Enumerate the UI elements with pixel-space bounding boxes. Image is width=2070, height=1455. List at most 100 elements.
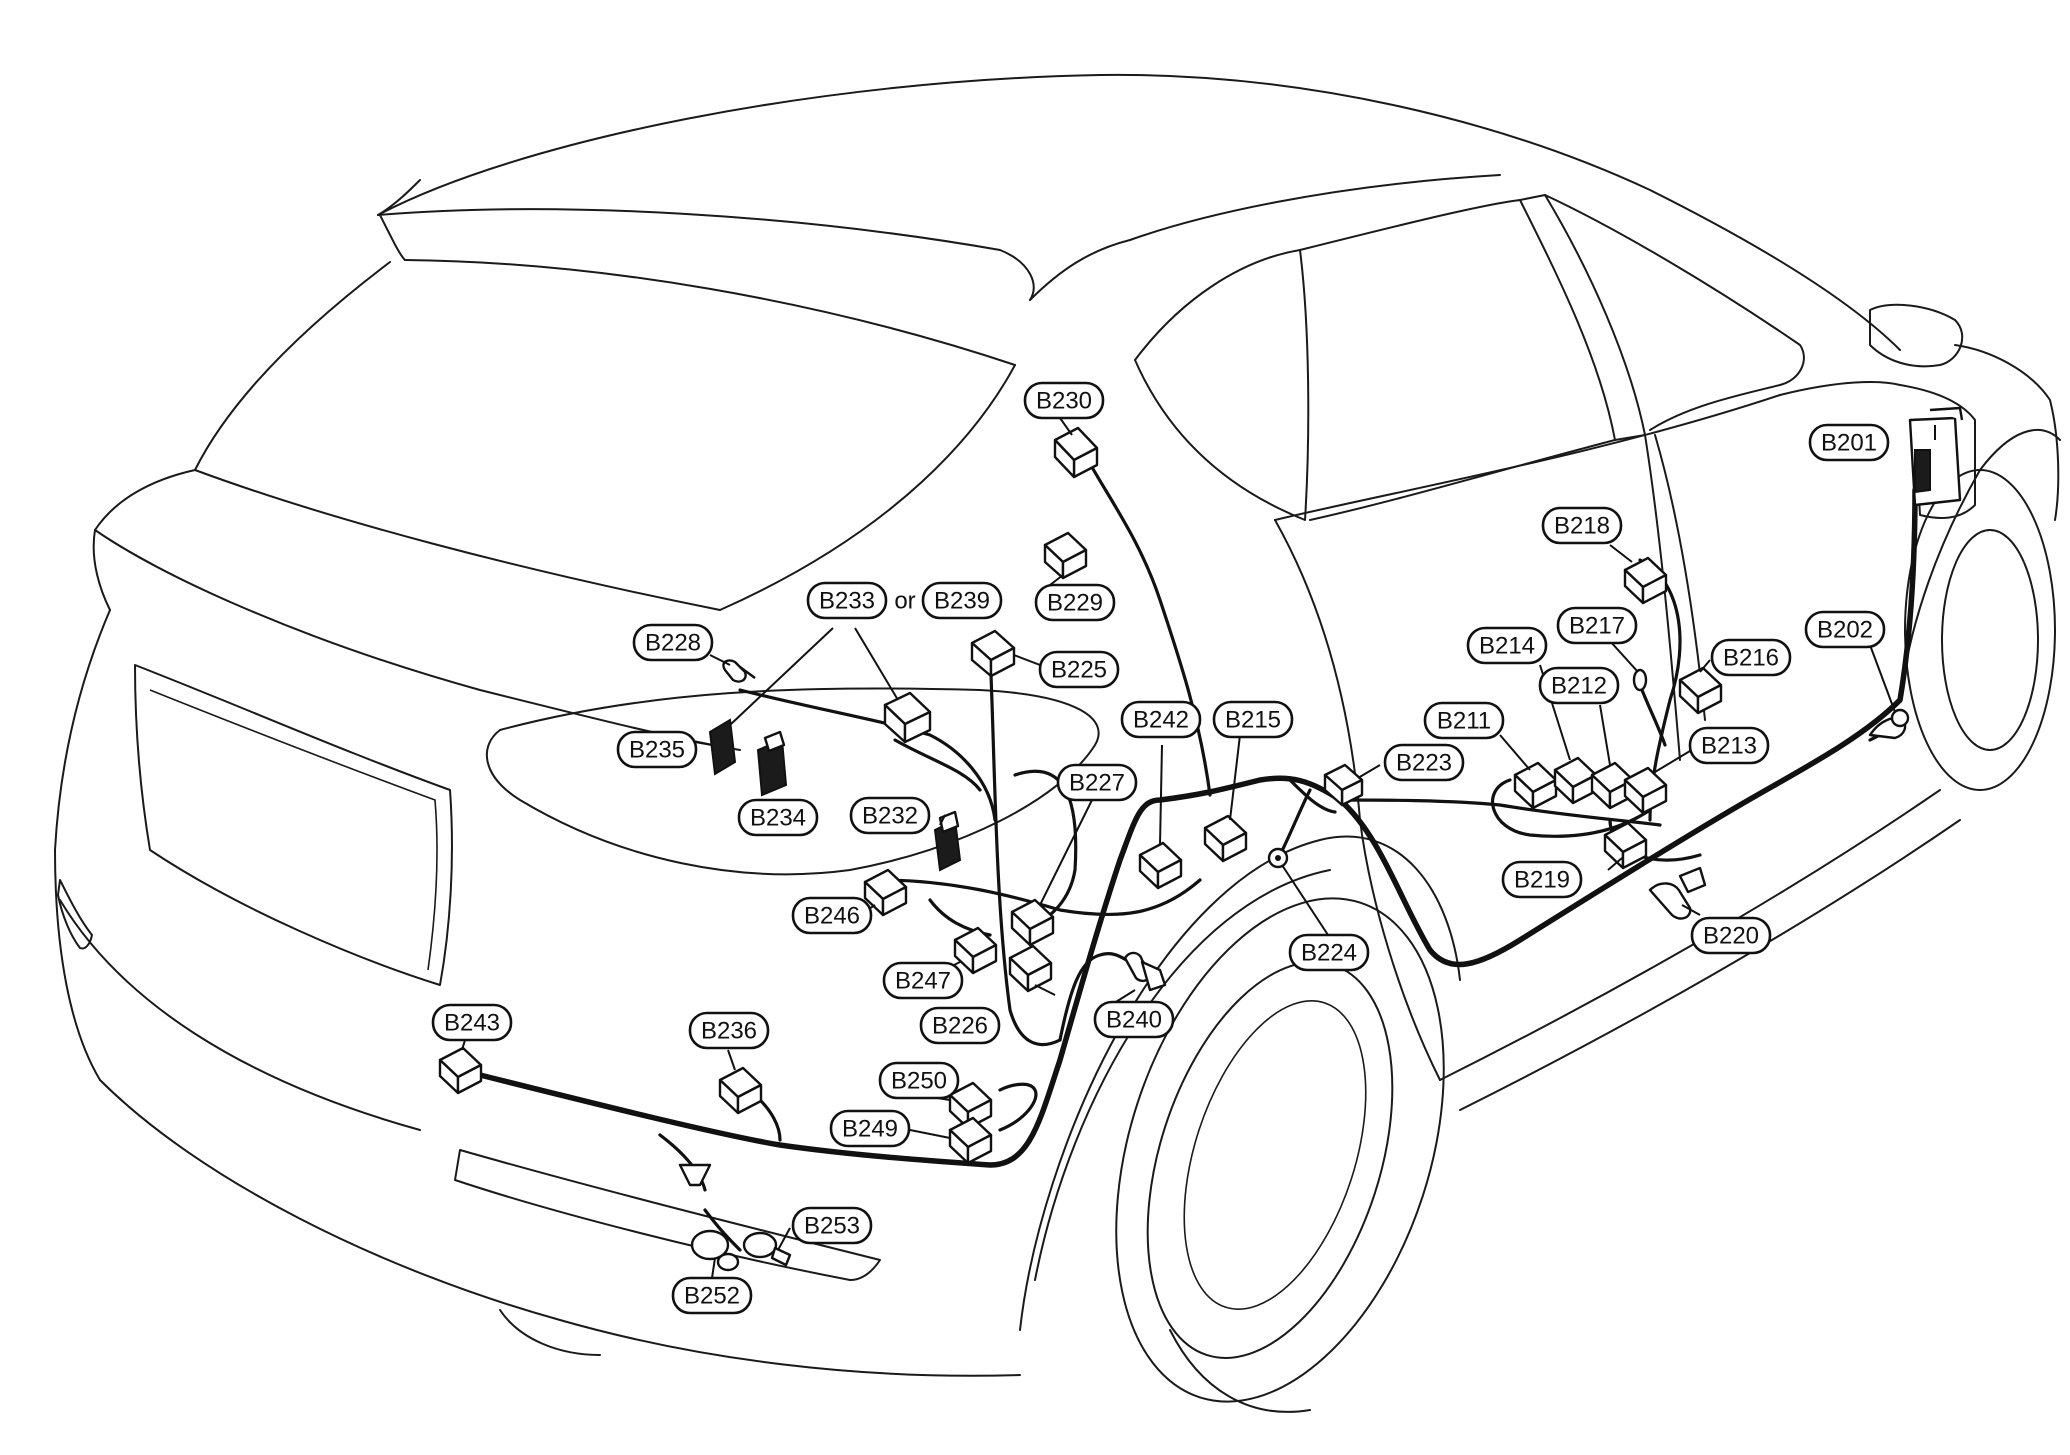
label-b230: B230 [1023, 381, 1105, 420]
label-b227: B227 [1056, 763, 1138, 802]
svg-text:B225: B225 [1051, 657, 1107, 684]
connector-labels: B230 B229 B225 B233 or B239 B228 B235 B2… [431, 381, 1890, 1315]
connector-b228 [722, 659, 756, 683]
label-b236: B236 [688, 1011, 770, 1050]
label-b217: B217 [1556, 606, 1638, 645]
svg-text:B236: B236 [701, 1018, 757, 1045]
label-b223: B223 [1383, 743, 1465, 782]
connector-b234 [756, 730, 788, 797]
label-b226: B226 [919, 1006, 1001, 1045]
label-b220: B220 [1690, 916, 1772, 955]
svg-text:B232: B232 [862, 803, 918, 830]
svg-text:B239: B239 [934, 588, 990, 615]
svg-text:B228: B228 [645, 630, 701, 657]
svg-text:B202: B202 [1817, 617, 1873, 644]
label-b202: B202 [1804, 610, 1886, 649]
connector-b242 [1138, 841, 1183, 890]
label-b234: B234 [737, 798, 819, 837]
svg-text:B249: B249 [842, 1116, 898, 1143]
connector-b230 [1053, 426, 1099, 479]
label-b211: B211 [1423, 701, 1505, 740]
connector-b201 [1908, 406, 1964, 507]
connector-b243 [438, 1046, 483, 1095]
connector-b213 [1623, 766, 1668, 815]
label-b201: B201 [1808, 423, 1890, 462]
svg-text:B234: B234 [750, 805, 806, 832]
connector-b249 [948, 1116, 993, 1165]
svg-text:B224: B224 [1301, 940, 1357, 967]
svg-text:B226: B226 [932, 1013, 988, 1040]
connector-b211 [1513, 761, 1558, 810]
connector-b226 [1008, 944, 1053, 993]
connector-b246 [863, 868, 908, 917]
svg-text:B215: B215 [1225, 707, 1281, 734]
svg-text:B216: B216 [1723, 645, 1779, 672]
label-b213: B213 [1688, 726, 1770, 765]
svg-text:B201: B201 [1821, 430, 1877, 457]
connector-b227 [1010, 898, 1055, 947]
svg-text:B230: B230 [1036, 388, 1092, 415]
connector-b240 [1123, 951, 1167, 992]
svg-text:B247: B247 [895, 968, 951, 995]
connector-b217 [1632, 668, 1667, 747]
connector-b212 [1590, 761, 1635, 810]
svg-text:B212: B212 [1551, 673, 1607, 700]
label-b225: B225 [1038, 650, 1120, 689]
connector-b253 [742, 1231, 792, 1267]
grommet [678, 1163, 712, 1187]
connector-b224 [1267, 847, 1289, 869]
svg-text:B250: B250 [891, 1068, 947, 1095]
label-b253: B253 [791, 1206, 873, 1245]
svg-text:B223: B223 [1396, 750, 1452, 777]
svg-text:B253: B253 [804, 1213, 860, 1240]
label-b216: B216 [1710, 638, 1792, 677]
svg-text:B229: B229 [1047, 590, 1103, 617]
svg-text:B233: B233 [819, 588, 875, 615]
label-b250: B250 [878, 1061, 960, 1100]
svg-text:B235: B235 [629, 737, 685, 764]
svg-text:B214: B214 [1479, 633, 1535, 660]
connector-b252 [690, 1229, 740, 1272]
label-b249: B249 [829, 1109, 911, 1148]
connector-b215 [1203, 814, 1248, 863]
label-b246: B246 [791, 896, 873, 935]
label-b232: B232 [849, 796, 931, 835]
connector-b216 [1678, 666, 1723, 715]
svg-text:B217: B217 [1569, 613, 1625, 640]
label-or: or [894, 588, 915, 615]
connector-b202 [1868, 708, 1910, 740]
harness-wires [477, 448, 1937, 1252]
label-b212: B212 [1538, 666, 1620, 705]
leader-lines [461, 417, 1936, 1279]
vehicle-outline [54, 73, 2061, 1413]
label-b240: B240 [1093, 1000, 1175, 1039]
svg-text:B218: B218 [1554, 513, 1610, 540]
connector-b218 [1623, 556, 1668, 605]
label-b247: B247 [882, 961, 964, 1000]
svg-text:B242: B242 [1133, 707, 1189, 734]
label-b252: B252 [671, 1276, 753, 1315]
label-b229: B229 [1034, 583, 1116, 622]
svg-text:B227: B227 [1069, 770, 1125, 797]
label-b214: B214 [1466, 626, 1548, 665]
label-b233: B233 [806, 581, 888, 620]
svg-text:B219: B219 [1514, 867, 1570, 894]
connector-b220 [1648, 866, 1707, 920]
label-b235: B235 [616, 730, 698, 769]
connector-b225 [970, 629, 1016, 678]
label-b239: B239 [921, 581, 1003, 620]
connector-b233 [883, 691, 932, 744]
svg-text:B213: B213 [1701, 733, 1757, 760]
label-b215: B215 [1212, 700, 1294, 739]
connector-b223 [1323, 763, 1364, 807]
connector-b229 [1043, 531, 1088, 580]
svg-text:B240: B240 [1106, 1007, 1162, 1034]
connector-b232 [933, 810, 962, 872]
svg-text:B246: B246 [804, 903, 860, 930]
connectors [438, 406, 1964, 1272]
label-b224: B224 [1288, 933, 1370, 972]
label-b243: B243 [431, 1003, 513, 1042]
label-b218: B218 [1541, 506, 1623, 545]
